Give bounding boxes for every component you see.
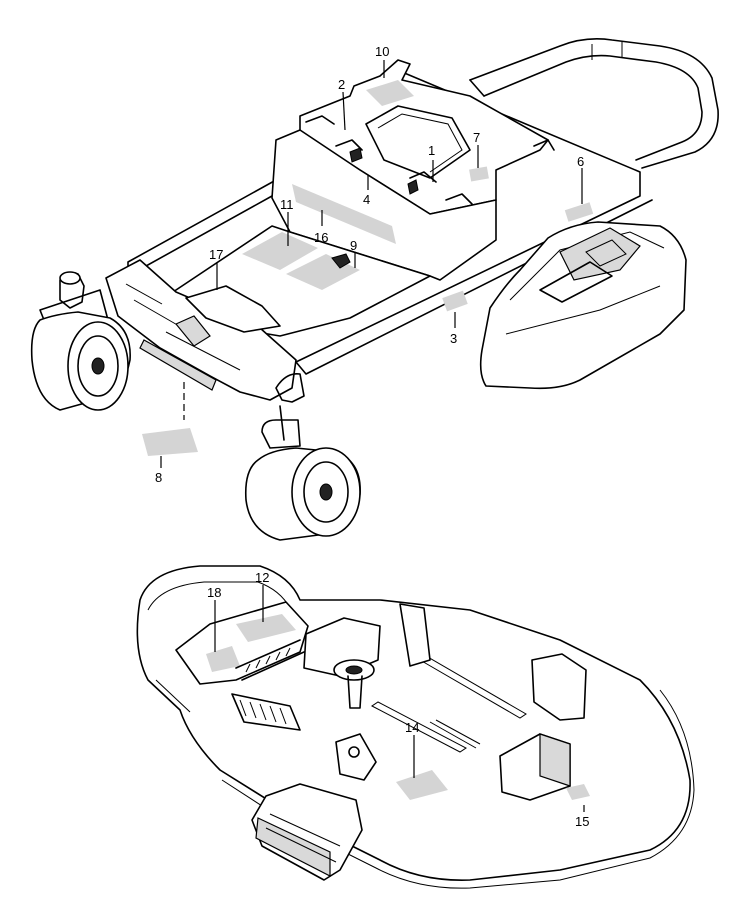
callout-9: 9 — [350, 238, 357, 253]
callout-16: 16 — [314, 230, 328, 245]
deck-roller — [251, 783, 363, 881]
left-front-wheel — [30, 311, 131, 411]
right-front-wheel — [244, 447, 361, 541]
seat-opening — [365, 105, 471, 179]
leader-lines — [160, 60, 585, 812]
callout-4: 4 — [363, 192, 370, 207]
decal-16 — [292, 184, 396, 244]
part-9-knob — [331, 253, 351, 269]
decal-3 — [442, 290, 468, 312]
callout-6: 6 — [577, 154, 584, 169]
callout-18: 18 — [207, 585, 221, 600]
decal-14 — [396, 770, 448, 800]
callout-2: 2 — [338, 77, 345, 92]
callout-3: 3 — [450, 331, 457, 346]
part-17-footrest — [185, 285, 281, 333]
decal-11 — [242, 232, 318, 270]
callout-7: 7 — [473, 130, 480, 145]
callout-10: 10 — [375, 44, 389, 59]
callout-12: 12 — [255, 570, 269, 585]
callout-labels: 1 2 3 4 6 7 8 9 10 11 12 14 15 16 17 18 — [155, 44, 589, 829]
decal-18 — [206, 646, 240, 672]
frame-side-rail-right — [295, 71, 653, 375]
callout-8: 8 — [155, 470, 162, 485]
callout-15: 15 — [575, 814, 589, 829]
side-pod — [479, 221, 687, 390]
decal-10 — [366, 80, 414, 106]
callout-17: 17 — [209, 247, 223, 262]
decal-7 — [469, 166, 489, 182]
decal-12 — [236, 614, 296, 642]
callout-11: 11 — [280, 197, 294, 212]
tractor-chassis — [30, 38, 719, 541]
callout-14: 14 — [405, 720, 419, 735]
mower-deck — [136, 565, 695, 889]
rear-handle — [469, 38, 719, 169]
decal-6 — [564, 202, 594, 222]
body-housing — [271, 129, 497, 281]
callout-1: 1 — [428, 143, 435, 158]
decal-15 — [566, 784, 590, 800]
decal-8 — [142, 428, 198, 456]
